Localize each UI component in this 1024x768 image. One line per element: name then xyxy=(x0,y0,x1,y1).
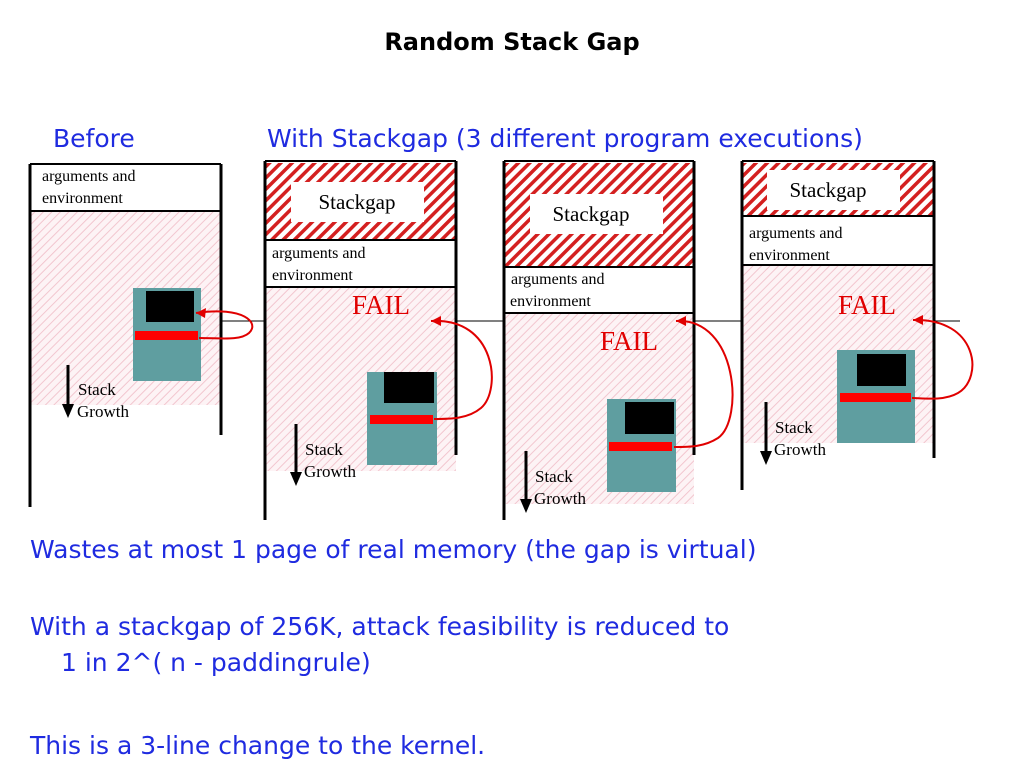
stack-growth-label: Growth xyxy=(534,489,586,508)
stackgap-label-box xyxy=(767,170,900,210)
fail-label: FAIL xyxy=(352,290,410,320)
code-buffer xyxy=(625,402,674,434)
bullet-1: Wastes at most 1 page of real memory (th… xyxy=(30,535,757,564)
stackgap-label-box xyxy=(530,194,663,234)
bullet-2: With a stackgap of 256K, attack feasibil… xyxy=(30,612,730,641)
column-before: arguments and environment Stack Growth xyxy=(28,163,254,507)
return-arrow xyxy=(673,319,734,448)
bullet-2-continuation: 1 in 2^( n - paddingrule) xyxy=(61,648,371,677)
stack-growth-label: Growth xyxy=(304,462,356,481)
slide-title: Random Stack Gap xyxy=(384,28,640,56)
stack-growth-label: Growth xyxy=(774,440,826,459)
stackgap-label: Stackgap xyxy=(319,190,396,214)
column-execution-3: Stackgap arguments and environment FAIL … xyxy=(740,160,974,490)
return-marker xyxy=(609,442,672,451)
with-stackgap-label: With Stackgap (3 different program execu… xyxy=(267,124,863,153)
args-env-label: arguments and xyxy=(42,168,135,185)
stack-growth-label: Stack xyxy=(775,418,813,437)
return-arrow xyxy=(911,318,974,400)
stackgap-label-box xyxy=(291,182,424,222)
return-arrow xyxy=(195,310,254,340)
stackgap-label: Stackgap xyxy=(790,178,867,202)
column-execution-2: Stackgap arguments and environment FAIL … xyxy=(502,160,734,520)
args-env-label: environment xyxy=(272,267,353,284)
return-marker xyxy=(135,331,198,340)
stack-growth-label: Stack xyxy=(535,467,573,486)
before-label: Before xyxy=(53,124,135,153)
code-buffer xyxy=(857,354,906,386)
return-arrow xyxy=(430,319,493,420)
stackgap-label: Stackgap xyxy=(553,202,630,226)
column-execution-1: Stackgap arguments and environment FAIL … xyxy=(263,160,493,520)
stack-growth-label: Growth xyxy=(77,402,129,421)
fail-label: FAIL xyxy=(600,326,658,356)
args-env-label: arguments and xyxy=(749,225,842,242)
args-env-label: environment xyxy=(749,247,830,264)
fail-label: FAIL xyxy=(838,290,896,320)
return-marker xyxy=(840,393,911,402)
stack-growth-label: Stack xyxy=(305,440,343,459)
args-env-label: arguments and xyxy=(511,271,604,288)
stack-growth-label: Stack xyxy=(78,380,116,399)
args-env-label: environment xyxy=(510,293,591,310)
code-buffer xyxy=(384,372,434,403)
args-env-label: arguments and xyxy=(272,245,365,262)
return-marker xyxy=(370,415,433,424)
bullet-3: This is a 3-line change to the kernel. xyxy=(30,731,486,760)
args-env-label: environment xyxy=(42,190,123,207)
code-buffer xyxy=(146,291,194,322)
